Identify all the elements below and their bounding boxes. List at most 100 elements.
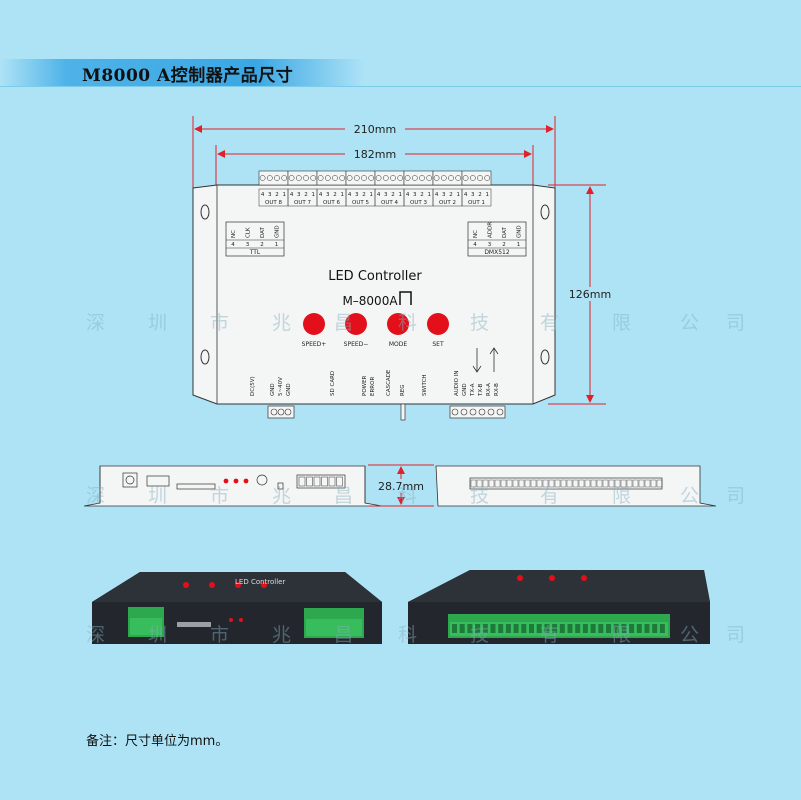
pin-number: 1 (282, 192, 286, 198)
button-label: MODE (389, 341, 408, 348)
port-label: 5~40V (278, 377, 284, 396)
pin-number: 4 (290, 192, 294, 198)
pin-number: 4 (464, 192, 468, 198)
output-label: OUT 3 (410, 200, 427, 206)
port-label: CASCADE (386, 369, 392, 396)
pin-number: 3 (384, 192, 388, 198)
pin-number: 4 (231, 242, 235, 248)
dimension-210-label: 210mm (354, 123, 396, 136)
watermark-char: 市 (210, 312, 230, 334)
pin-number: 3 (471, 192, 475, 198)
pin-number: 1 (398, 192, 402, 198)
device-button: MODE (387, 313, 409, 348)
pin-number: 1 (275, 242, 279, 248)
pin-number: 3 (355, 192, 359, 198)
footnote: 备注：尺寸单位为mm。 (86, 734, 229, 749)
watermark-char: 科 (398, 312, 418, 334)
device-name: LED Controller (328, 269, 422, 284)
port-label: TX-B (478, 383, 484, 397)
dimension-126: 126mm (548, 184, 614, 405)
pin-name: GND (517, 225, 523, 238)
port-label: AUDIO IN (454, 371, 460, 396)
ttl-label: TTL (249, 249, 261, 256)
port-label: TX-A (470, 383, 476, 397)
pin-number: 2 (449, 192, 453, 198)
dimension-210: 210mm (192, 116, 556, 188)
watermark-char: 市 (210, 624, 230, 646)
pin-number: 1 (311, 192, 315, 198)
output-label: OUT 4 (381, 200, 398, 206)
dimension-thickness-label: 28.7mm (378, 480, 424, 493)
watermark-char: 有 (540, 624, 560, 646)
watermark-char: 公 (680, 312, 700, 334)
photo-back (408, 570, 710, 644)
device-button: SPEED+ (302, 313, 327, 348)
dimension-thickness: 28.7mm (368, 464, 434, 507)
pin-number: 2 (333, 192, 337, 198)
pin-number: 3 (246, 242, 250, 248)
port-label: POWER (362, 375, 368, 396)
button-label: SPEED+ (302, 341, 327, 348)
watermark-char: 限 (612, 485, 632, 507)
port-label: DC(5V) (250, 376, 256, 396)
button-label: SPEED− (344, 341, 369, 348)
pin-number: 3 (326, 192, 330, 198)
pin-number: 4 (348, 192, 352, 198)
pin-number: 2 (260, 242, 264, 248)
pin-name: GND (275, 225, 281, 238)
watermark-char: 科 (398, 624, 418, 646)
pin-name: NC (473, 230, 479, 238)
pin-name: DAT (502, 227, 508, 238)
svg-text:LED Controller: LED Controller (235, 578, 285, 586)
port-label: GND (270, 383, 276, 396)
pin-number: 1 (517, 242, 521, 248)
pin-number: 4 (319, 192, 323, 198)
pin-number: 1 (369, 192, 373, 198)
pin-number: 1 (485, 192, 489, 198)
watermark-char: 司 (726, 312, 746, 334)
pin-number: 3 (297, 192, 301, 198)
pin-name: ADDR (488, 222, 494, 238)
power-terminal (267, 405, 295, 419)
watermark-char: 有 (540, 312, 560, 334)
output-label: OUT 2 (439, 200, 456, 206)
pin-number: 2 (391, 192, 395, 198)
music-note-icon (399, 291, 412, 305)
pin-name: CLK (246, 227, 252, 238)
port-label: RX-A (486, 383, 492, 396)
pin-number: 2 (304, 192, 308, 198)
pin-number: 4 (435, 192, 439, 198)
pin-number: 1 (427, 192, 431, 198)
device-button: SPEED− (344, 313, 369, 348)
pin-number: 2 (275, 192, 279, 198)
watermark-char: 技 (470, 485, 490, 507)
watermark-char: 深 (86, 485, 106, 507)
watermark-char: 科 (398, 485, 418, 507)
device-model: M–8000A (342, 294, 398, 308)
watermark-char: 司 (726, 485, 746, 507)
dimension-182-label: 182mm (354, 148, 396, 161)
port-label: RX-B (494, 383, 500, 396)
output-label: OUT 1 (468, 200, 485, 206)
dimension-126-label: 126mm (569, 288, 611, 301)
pin-name: DAT (260, 227, 266, 238)
pin-number: 4 (261, 192, 265, 198)
port-label: SWITCH (422, 374, 428, 396)
watermark-char: 深 (86, 312, 106, 334)
watermark-char: 圳 (148, 312, 168, 334)
watermark-char: 司 (726, 624, 746, 646)
port-label: REG (400, 384, 406, 396)
pin-number: 4 (406, 192, 410, 198)
watermark-char: 深 (86, 624, 106, 646)
pin-number: 3 (268, 192, 272, 198)
pin-number: 1 (456, 192, 460, 198)
port-label: ERROR (370, 377, 376, 396)
